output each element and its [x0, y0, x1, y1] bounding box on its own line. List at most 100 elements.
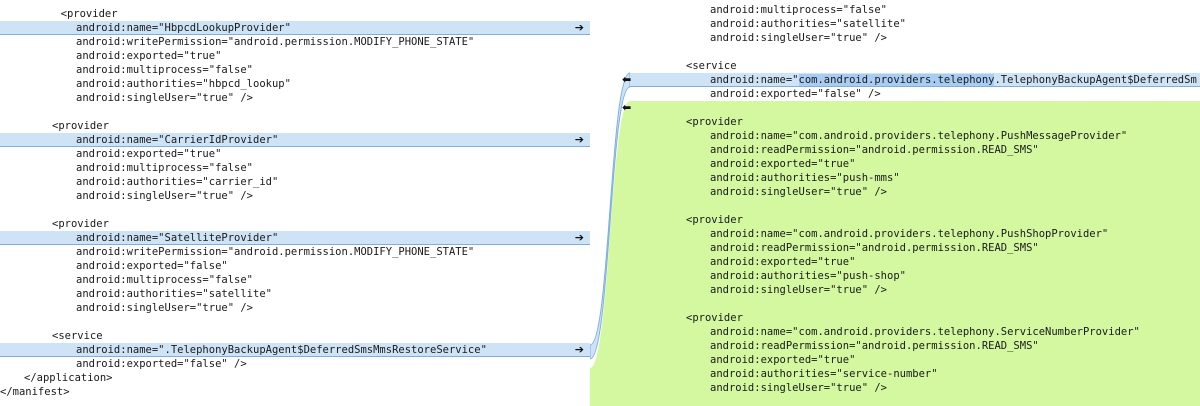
code-line[interactable]: android:name="com.android.providers.tele…: [630, 325, 1200, 339]
code-line[interactable]: android:readPermission="android.permissi…: [630, 143, 1200, 157]
changed-code-line[interactable]: android:name="SatelliteProvider" ➔: [0, 231, 590, 245]
code-line[interactable]: android:authorities="service-number": [630, 367, 1200, 381]
code-line-text: android:authorities="hbpcd_lookup": [76, 78, 291, 90]
code-line[interactable]: android:authorities="push-shop": [630, 269, 1200, 283]
changed-code-line[interactable]: android:name="com.android.providers.tele…: [630, 73, 1200, 87]
code-line-text: <provider: [686, 312, 743, 324]
arrow-right-icon[interactable]: ➔: [574, 231, 584, 244]
code-line-text: android:readPermission="android.permissi…: [710, 340, 1039, 352]
code-line[interactable]: android:singleUser="true" />: [630, 381, 1200, 395]
code-line[interactable]: </manifest>: [0, 385, 590, 399]
code-line[interactable]: android:name="com.android.providers.tele…: [630, 129, 1200, 143]
code-line[interactable]: <provider: [0, 217, 590, 231]
code-line[interactable]: android:singleUser="true" />: [630, 185, 1200, 199]
code-line[interactable]: android:multiprocess="false": [630, 3, 1200, 17]
code-line-text: <provider: [48, 8, 118, 20]
code-line[interactable]: android:singleUser="true" />: [0, 91, 590, 105]
code-line-text: android:exported="true": [76, 148, 222, 160]
code-line[interactable]: android:singleUser="true" />: [0, 301, 590, 315]
code-line[interactable]: android:exported="true": [630, 255, 1200, 269]
code-line[interactable]: android:singleUser="true" />: [630, 283, 1200, 297]
selected-text: com.android.providers.telephony: [798, 74, 995, 86]
code-line-text: android:multiprocess="false": [710, 0, 887, 1]
code-line[interactable]: [0, 315, 590, 329]
code-line[interactable]: android:multiprocess="false": [0, 63, 590, 77]
code-line[interactable]: <provider: [630, 115, 1200, 129]
arrow-right-icon[interactable]: ➔: [574, 343, 584, 356]
code-line[interactable]: android:readPermission="android.permissi…: [630, 241, 1200, 255]
code-line-text: android:name="com.android.providers.tele…: [710, 130, 1128, 142]
code-line[interactable]: android:exported="true": [0, 49, 590, 63]
right-diff-pane[interactable]: android:multiprocess="false"android:mult…: [630, 0, 1200, 406]
code-line[interactable]: android:exported="false": [0, 259, 590, 273]
code-line-text: android:multiprocess="false": [76, 64, 254, 76]
code-line[interactable]: <provider: [630, 213, 1200, 227]
code-line[interactable]: android:authorities="hbpcd_lookup": [0, 77, 590, 91]
code-line[interactable]: android:authorities="satellite": [0, 287, 590, 301]
code-line[interactable]: android:authorities="carrier_id": [0, 175, 590, 189]
code-line-text: <provider: [52, 120, 109, 132]
code-line-text: android:writePermission="android.permiss…: [76, 246, 475, 258]
code-line[interactable]: android:exported="true": [0, 147, 590, 161]
code-line-text: android:name="SatelliteProvider": [76, 232, 279, 244]
code-line-text: android:authorities="service-number": [710, 368, 938, 380]
code-line-text: </manifest>: [0, 386, 70, 398]
code-line-text: android:authorities="carrier_id": [76, 176, 279, 188]
code-line[interactable]: <provider: [0, 119, 590, 133]
code-line[interactable]: [630, 199, 1200, 213]
code-line[interactable]: [630, 297, 1200, 311]
changed-code-line[interactable]: android:name=".TelephonyBackupAgent$Defe…: [0, 343, 590, 357]
code-line[interactable]: android:writePermission="android.permiss…: [0, 35, 590, 49]
code-line[interactable]: android:exported="true": [630, 353, 1200, 367]
code-line[interactable]: android:exported="false" />: [630, 87, 1200, 101]
code-line-text: android:exported="false" />: [76, 358, 247, 370]
code-line[interactable]: android:multiprocess="false": [0, 273, 590, 287]
code-line-text: android:exported="true": [710, 354, 856, 366]
code-line-text: <service: [686, 60, 737, 72]
code-line[interactable]: android:multiprocess="false": [630, 0, 1200, 1]
code-line-text: android:exported="true": [710, 158, 856, 170]
code-line-text: <provider: [52, 218, 109, 230]
arrow-right-icon[interactable]: ➔: [574, 133, 584, 146]
code-line-text: android:exported="true": [710, 256, 856, 268]
code-line[interactable]: <service: [630, 59, 1200, 73]
code-line-text: android:authorities="push-mms": [710, 172, 900, 184]
code-line-text: <provider: [686, 214, 743, 226]
code-line[interactable]: [0, 105, 590, 119]
code-line[interactable]: [630, 101, 1200, 115]
code-line-text: android:authorities="satellite": [710, 18, 906, 30]
code-line-text: <service: [52, 330, 103, 342]
code-line[interactable]: android:authorities="satellite": [630, 17, 1200, 31]
code-line[interactable]: android:authorities="push-mms": [630, 171, 1200, 185]
code-line-text: android:multiprocess="false": [76, 162, 254, 174]
code-line[interactable]: android:exported="true": [630, 157, 1200, 171]
changed-code-line[interactable]: android:name="HbpcdLookupProvider"➔: [0, 21, 590, 35]
code-line-text: android:singleUser="true" />: [710, 284, 888, 296]
code-line[interactable]: <provider: [630, 311, 1200, 325]
arrow-left-icon[interactable]: ⬅: [622, 101, 632, 114]
code-line[interactable]: android:exported="false" />: [0, 357, 590, 371]
code-line[interactable]: [630, 45, 1200, 59]
code-line-text: </application>: [24, 372, 113, 384]
code-line[interactable]: <service: [0, 329, 590, 343]
code-line-text: android:authorities="satellite": [76, 288, 272, 300]
changed-code-line[interactable]: android:name="CarrierIdProvider"➔: [0, 133, 590, 147]
code-line-text: android:readPermission="android.permissi…: [710, 144, 1039, 156]
code-line[interactable]: android:singleUser="true" />: [0, 189, 590, 203]
code-line-text: android:writePermission="android.permiss…: [76, 36, 475, 48]
code-line[interactable]: </application>: [0, 371, 590, 385]
code-line-text: android:singleUser="true" />: [710, 186, 888, 198]
arrow-right-icon[interactable]: ➔: [574, 21, 584, 34]
code-line[interactable]: android:name="com.android.providers.tele…: [630, 227, 1200, 241]
code-line[interactable]: android:multiprocess="false": [0, 161, 590, 175]
code-line[interactable]: android:writePermission="android.permiss…: [0, 245, 590, 259]
code-line[interactable]: android:singleUser="true" />: [630, 31, 1200, 45]
code-line-text: android:singleUser="true" />: [76, 92, 254, 104]
code-line-text: android:singleUser="true" />: [710, 382, 888, 394]
code-line[interactable]: [0, 203, 590, 217]
code-line-text: android:readPermission="android.permissi…: [710, 242, 1039, 254]
code-line[interactable]: android:readPermission="android.permissi…: [630, 339, 1200, 353]
code-line[interactable]: <provider: [0, 7, 590, 21]
arrow-left-icon[interactable]: ⬅: [622, 73, 632, 86]
